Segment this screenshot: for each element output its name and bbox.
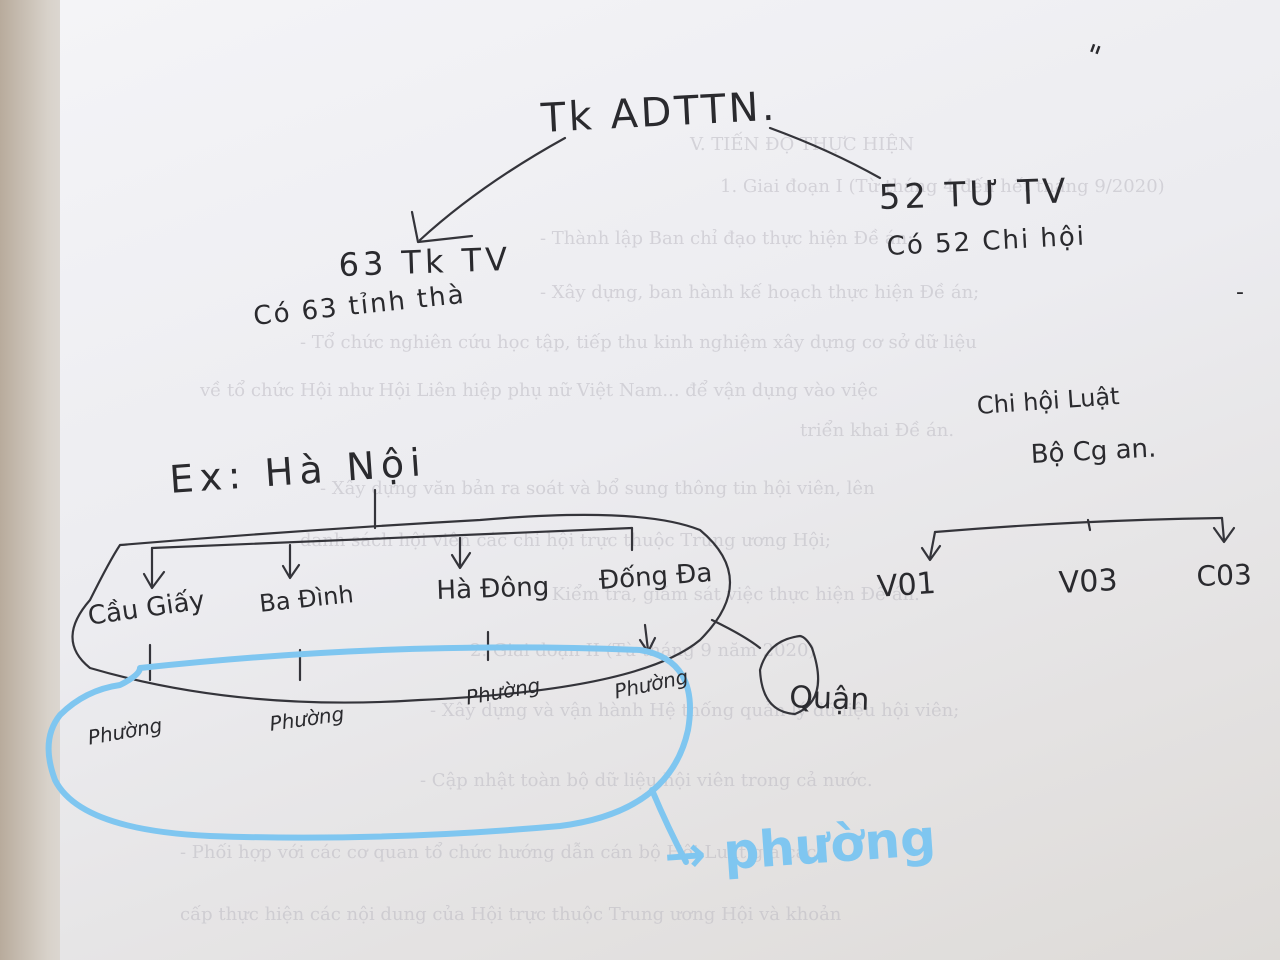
printed-line: - Xây dựng và vận hành Hệ thống quản lý …: [430, 700, 960, 721]
printed-line: cấp thực hiện các nội dung của Hội trực …: [180, 904, 842, 925]
arrow-c03: [1220, 516, 1226, 542]
arrowhead-v01: [920, 544, 942, 562]
blue-highlight-loop: [45, 644, 693, 841]
arrowhead-cau-giay: [142, 570, 166, 590]
printed-line: - Phối hợp với các cơ quan tổ chức hướng…: [180, 842, 817, 863]
arrow-v03: [1086, 518, 1092, 532]
printed-line: triển khai Đề án.: [800, 420, 955, 441]
right-bracket: [933, 516, 1224, 534]
district-bracket: [150, 526, 634, 550]
right-branch-count: 52 TƯ TV: [878, 171, 1071, 218]
blue-arrow-shaft: [649, 787, 689, 865]
arrow-v01: [928, 530, 937, 560]
arrowhead-root-left: [410, 210, 474, 244]
quan-connector: [710, 618, 762, 650]
arrow-root-left: [418, 136, 567, 242]
right-child-v01: V01: [876, 565, 938, 605]
printed-line: V. TIẾN ĐỘ THỰC HIỆN: [690, 134, 915, 155]
quan-circle: [758, 634, 820, 716]
printed-line: - Xây dựng, ban hành kế hoạch thực hiện …: [540, 282, 980, 303]
left-branch-count: 63 Tk TV: [338, 239, 512, 284]
printed-line: - Kiểm tra, giám sát việc thực hiện Đề á…: [540, 584, 920, 605]
arrowhead-ha-dong: [450, 551, 472, 570]
arrowhead-ba-dinh: [281, 563, 301, 580]
printed-line: 1. Giai đoạn I (Từ tháng 4 đến hết tháng…: [720, 176, 1165, 197]
printed-line: - Thành lập Ban chỉ đạo thực hiện Đề án;: [540, 228, 914, 249]
printed-line: - Cập nhật toàn bộ dữ liệu hội viên tron…: [420, 770, 873, 791]
margin-mark: -: [1236, 280, 1244, 305]
printed-line: - Tổ chức nghiên cứu học tập, tiếp thu k…: [300, 332, 977, 353]
right-child-c03: C03: [1196, 558, 1253, 593]
printed-line: - Xây dựng văn bản ra soát và bổ sung th…: [320, 478, 875, 499]
paper-sheet: [60, 0, 1280, 960]
printed-line: về tổ chức Hội như Hội Liên hiệp phụ nữ …: [200, 380, 878, 401]
right-child-v03: V03: [1058, 562, 1119, 601]
arrow-ward-4: [643, 623, 650, 652]
quan-label: Quận: [788, 680, 870, 718]
arrow-root-right: [768, 126, 882, 180]
district-ha-dong: Hà Đông: [436, 572, 550, 606]
arrowhead-c03: [1212, 526, 1236, 544]
